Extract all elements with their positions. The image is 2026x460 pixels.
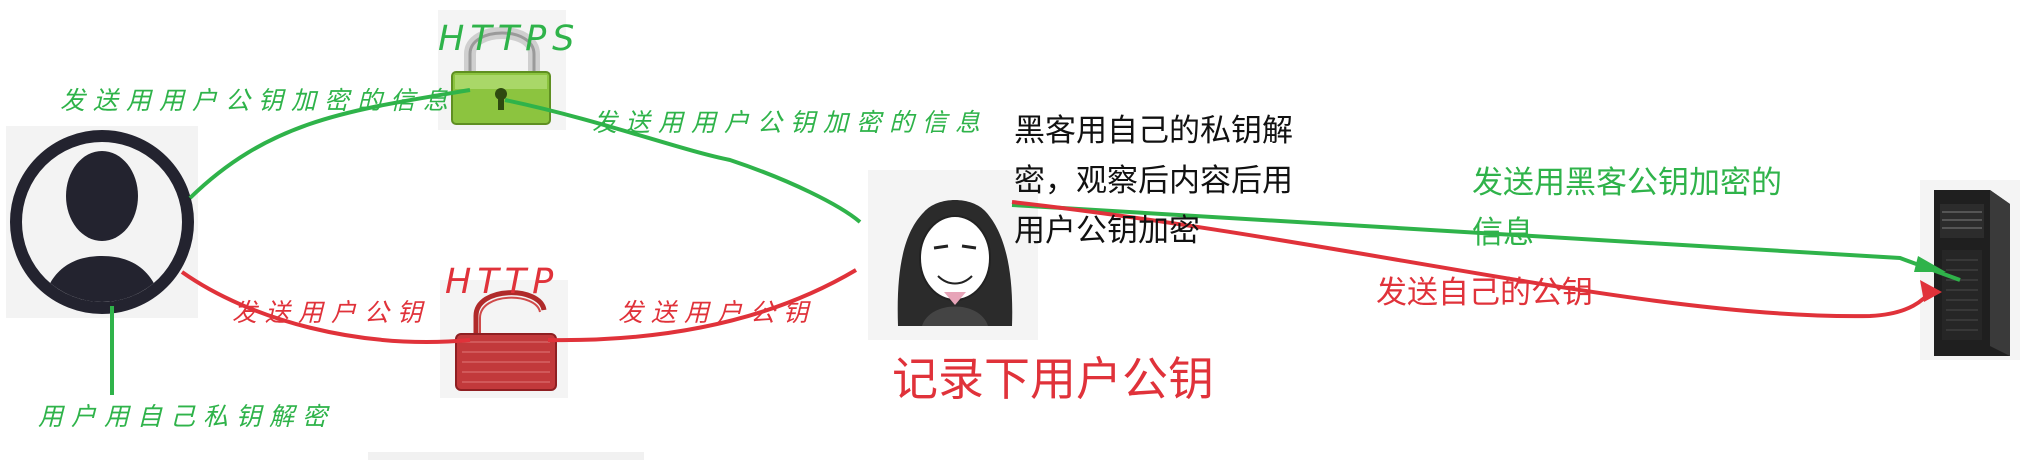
send-pubkey-left-label: 发送用户公钥 [232,298,431,327]
send-encrypted-left-label: 发送用用户公钥加密的信息 [60,86,457,115]
send-own-pubkey-label: 发送自己的公钥 [1376,275,1593,311]
bottom-divider [368,452,644,460]
record-pubkey-label: 记录下用户公钥 [892,352,1214,406]
hacker-icon [868,170,1038,340]
send-hacker-encrypted-label: 发送用黑客公钥加密的信息 [1472,165,1782,251]
green-path-hacker-to-server [1011,203,1961,282]
hacker-note: 黑客用自己的私钥解密，观察后内容后用用户公钥加密 [1014,113,1293,249]
user-avatar-icon [6,126,198,318]
lock-open-red-icon [440,280,568,398]
red-path-user-to-lock [180,270,471,344]
green-arrowhead [1914,256,1946,272]
red-path-hacker-to-server [1011,200,1936,319]
http-label: HTTP [445,262,560,302]
send-encrypted-right-label: 发送用用户公钥加密的信息 [592,108,989,137]
server-icon [1920,180,2020,360]
send-pubkey-right-label: 发送用户公钥 [618,298,817,327]
green-path-user-to-lock [188,88,471,200]
user-decrypt-label: 用户用自己私钥解密 [38,402,336,431]
red-arrowhead [1920,280,1942,302]
green-path-lock-to-hacker [504,98,862,224]
red-path-lock-to-hacker [547,268,858,343]
https-label: HTTPS [438,19,581,59]
